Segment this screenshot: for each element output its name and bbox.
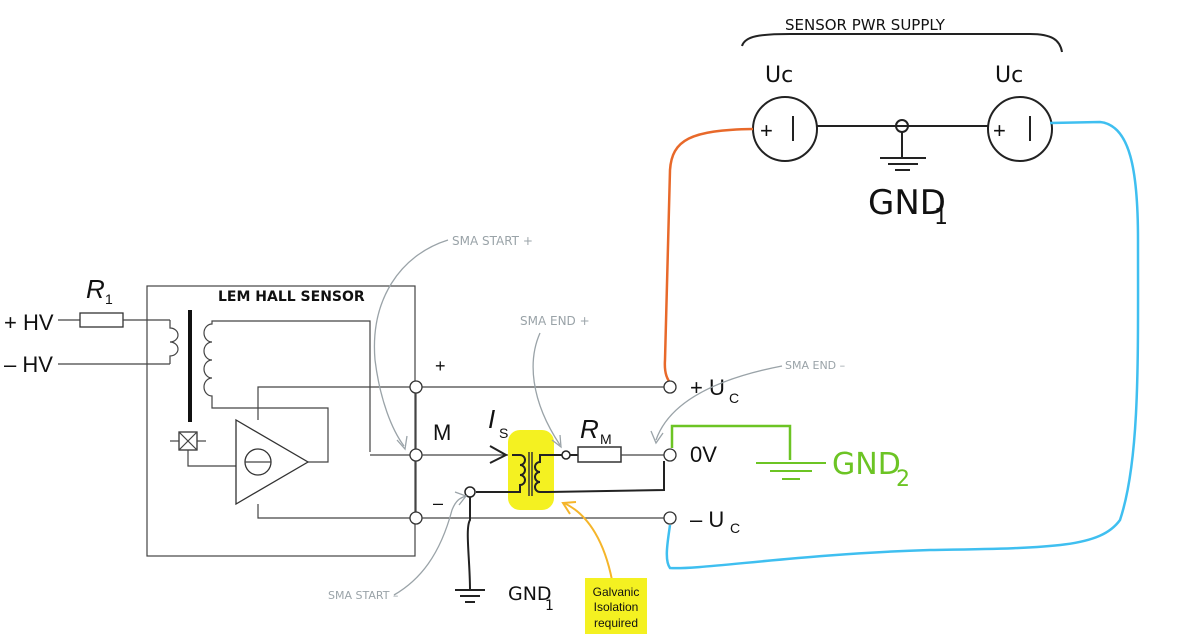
- supply-symbol-left: Uc: [765, 63, 793, 88]
- gnd1-bottom-sub: 1: [545, 598, 554, 614]
- supply-source-left: [752, 96, 818, 162]
- isolation-highlight: [508, 430, 554, 510]
- is-arrow: [489, 445, 509, 464]
- primary-coil: [169, 320, 179, 364]
- galvanic-note-box: [585, 578, 647, 634]
- resistor-r1: [79, 312, 124, 328]
- minus-hv-label: – HV: [4, 352, 53, 377]
- plus-hv-label: + HV: [4, 310, 54, 335]
- secondary-coil: [203, 320, 371, 463]
- r1-label: R: [86, 274, 105, 304]
- plus-uc-sub: C: [729, 390, 739, 406]
- galvanic-arrow: [563, 502, 613, 581]
- sma-end-minus-label: SMA END –: [785, 359, 845, 372]
- sma-start-plus-label: SMA START +: [452, 234, 533, 248]
- pin-m-label: M: [433, 420, 451, 445]
- supply-brace: [741, 33, 1063, 53]
- minus-uc-sub: C: [730, 520, 740, 536]
- terminal-0v: [663, 448, 677, 462]
- supply-source-right: [987, 96, 1053, 162]
- galvanic-note-line3: required: [594, 616, 638, 630]
- sma-start-minus-arrow: [393, 495, 467, 596]
- sensor-box: [146, 285, 416, 557]
- galvanic-note-line2: Isolation: [594, 600, 639, 614]
- sma-end-plus-label: SMA END +: [520, 314, 590, 328]
- gnd1-bottom-wire: [466, 497, 471, 591]
- gnd1-top-label: GND: [868, 183, 946, 223]
- galvanic-note-line1: Galvanic: [593, 585, 640, 599]
- supply-right-plus: +: [993, 118, 1006, 143]
- is-label: I: [488, 404, 495, 434]
- gnd1-bottom-label: GND: [508, 583, 552, 605]
- sma-end-plus-arrow: [532, 332, 561, 446]
- sma-end-minus-arrow: [655, 365, 783, 441]
- terminal-plus-uc: [663, 380, 677, 394]
- is-sub: S: [499, 425, 508, 441]
- sma-end-plus-node: [561, 450, 571, 460]
- pin-minus-label: –: [433, 493, 443, 513]
- sma-start-plus-arrow: [373, 239, 449, 447]
- supply-symbol-right: Uc: [995, 63, 1023, 88]
- zero-v-label: 0V: [690, 442, 717, 467]
- r1-sub: 1: [105, 291, 113, 307]
- gnd1-top-sub: 1: [934, 205, 948, 230]
- gnd2-sub: 2: [896, 467, 910, 492]
- terminal-minus-uc: [663, 511, 677, 525]
- pin-m: [409, 448, 423, 462]
- pin-minus: [409, 511, 423, 525]
- pin-plus: [409, 380, 423, 394]
- supply-title: SENSOR PWR SUPPLY: [785, 16, 946, 34]
- amplifier: [235, 418, 310, 506]
- blue-wire: [665, 120, 1140, 570]
- pin-plus-label: +: [435, 356, 446, 376]
- rm-sub: M: [600, 431, 612, 447]
- orange-wire: [663, 127, 754, 387]
- transformer-secondary: [534, 454, 566, 493]
- sma-start-minus-label: SMA START –: [328, 589, 398, 602]
- sensor-title: LEM HALL SENSOR: [218, 289, 365, 305]
- rm-label: R: [580, 414, 599, 444]
- resistor-rm: [577, 446, 622, 463]
- transformer-primary: [476, 454, 526, 493]
- gnd2-wire: [670, 424, 792, 460]
- supply-left-plus: +: [760, 118, 773, 143]
- minus-uc-label: – U: [690, 507, 724, 532]
- gnd2-label: GND: [832, 447, 901, 482]
